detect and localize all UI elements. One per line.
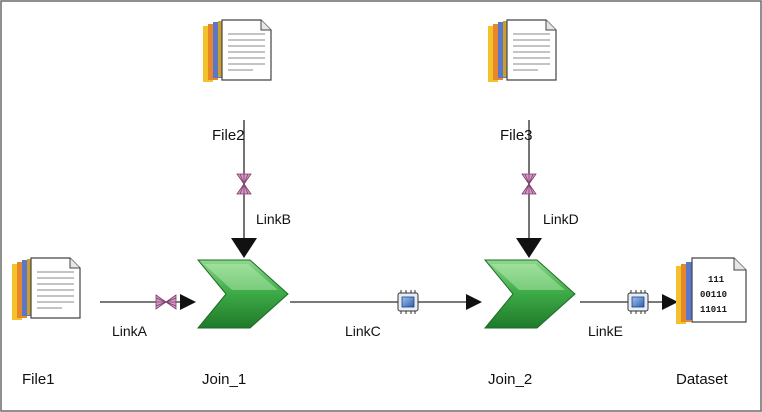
link-d-arrowhead [516,238,542,258]
stage-dataset[interactable]: 111 00110 11011 Dataset [676,257,747,388]
link-e-arrowhead [662,294,678,310]
join-stage-icon [484,259,576,329]
link-c-label: LinkC [345,323,381,339]
link-a-label: LinkA [112,323,148,339]
link-b-label: LinkB [256,211,291,227]
file2-label: File2 [212,127,245,144]
repartition-marker-icon [521,172,537,196]
stage-join-2[interactable]: Join_2 [484,259,576,388]
file3-label: File3 [500,127,533,144]
link-b-arrowhead [231,238,257,258]
buffer-marker-icon [397,289,419,315]
stage-join-1[interactable]: Join_1 [197,259,289,388]
sequential-file-icon [11,257,81,321]
stage-file1[interactable]: File1 [11,257,81,388]
link-e[interactable]: LinkE [580,289,678,339]
sequential-file-icon [487,19,557,83]
join1-label: Join_1 [202,371,246,388]
link-b[interactable]: LinkB [231,120,291,258]
repartition-marker-icon [236,172,252,196]
dataset-bits-line-3: 11011 [700,305,728,315]
join-stage-icon [197,259,289,329]
sequential-file-icon [202,19,272,83]
buffer-marker-icon [627,289,649,315]
join2-label: Join_2 [488,371,532,388]
dataset-label: Dataset [676,371,729,388]
dataset-bits-line-2: 00110 [700,290,727,300]
link-d-label: LinkD [543,211,579,227]
stage-file2[interactable]: File2 [202,19,272,144]
link-a[interactable]: LinkA [100,294,196,339]
link-a-arrowhead [180,294,196,310]
stage-file3[interactable]: File3 [487,19,557,144]
link-c[interactable]: LinkC [290,289,482,339]
link-c-arrowhead [466,294,482,310]
repartition-marker-icon [154,294,178,310]
link-d[interactable]: LinkD [516,120,579,258]
link-e-label: LinkE [588,323,623,339]
dataset-bits-line-1: 111 [708,275,725,285]
file1-label: File1 [22,371,55,388]
dataset-icon: 111 00110 11011 [676,257,747,324]
